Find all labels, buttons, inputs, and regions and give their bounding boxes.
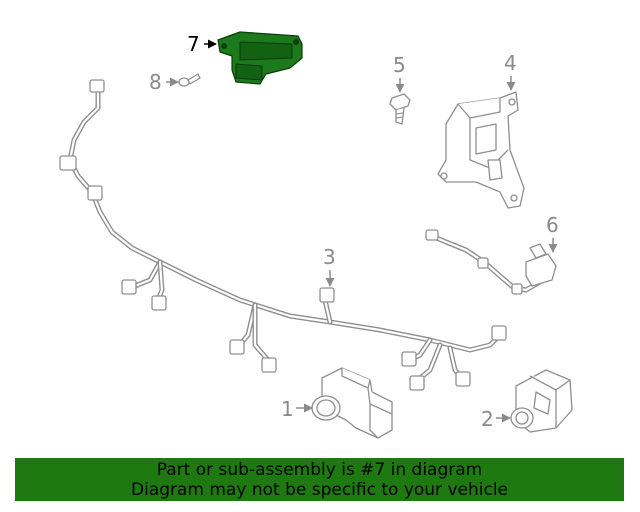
callout-1[interactable]: 1 bbox=[281, 397, 294, 421]
banner-line-part-info: Part or sub-assembly is #7 in diagram bbox=[156, 459, 483, 480]
info-banner: Part or sub-assembly is #7 in diagram Di… bbox=[15, 458, 624, 501]
callout-7[interactable]: 7 bbox=[187, 32, 200, 56]
part-8-screw[interactable] bbox=[178, 73, 201, 87]
part-4-module-bracket[interactable] bbox=[437, 91, 525, 209]
callout-4[interactable]: 4 bbox=[504, 51, 517, 75]
callout-5[interactable]: 5 bbox=[393, 53, 406, 77]
callout-6[interactable]: 6 bbox=[546, 213, 559, 237]
part-5-bolt[interactable] bbox=[389, 93, 411, 125]
part-2-parking-sensor[interactable] bbox=[510, 369, 573, 433]
banner-line-disclaimer: Diagram may not be specific to your vehi… bbox=[130, 479, 508, 500]
part-1-parking-sensor[interactable] bbox=[311, 367, 393, 439]
part-6-sensor-cable[interactable] bbox=[425, 229, 557, 295]
part-7-highlighted-module[interactable] bbox=[217, 31, 303, 85]
callout-2[interactable]: 2 bbox=[481, 407, 494, 431]
callout-3[interactable]: 3 bbox=[323, 245, 336, 269]
callout-8[interactable]: 8 bbox=[149, 70, 162, 94]
wiring-harness[interactable] bbox=[59, 79, 507, 391]
